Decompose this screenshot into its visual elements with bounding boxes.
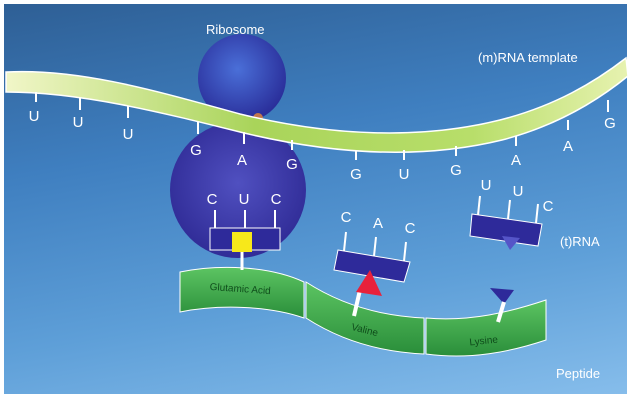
- trna-label: (t)RNA: [560, 234, 600, 249]
- anticodon-base: C: [207, 191, 218, 208]
- trna-lysine: U U C: [470, 177, 554, 322]
- mrna-base: U: [399, 166, 410, 183]
- mrna-base: G: [450, 162, 462, 179]
- ribosome-label: Ribosome: [206, 22, 265, 37]
- mrna-base: A: [511, 152, 521, 169]
- peptide-label: Peptide: [556, 366, 600, 381]
- anticodon-base: A: [373, 215, 383, 232]
- mrna-base: A: [563, 138, 573, 155]
- peptide-chain: Glutamic Acid Valine Lysine: [180, 267, 546, 356]
- peptide-segment-lysine: [426, 300, 546, 356]
- anticodon-base: C: [341, 209, 352, 226]
- mrna-base: U: [29, 108, 40, 125]
- anticodon-base: C: [271, 191, 282, 208]
- mrna-template-label: (m)RNA template: [478, 50, 578, 65]
- mrna-base: U: [73, 114, 84, 131]
- anticodon-base: U: [239, 191, 250, 208]
- mrna-strand: [6, 58, 628, 152]
- trna-valine: C A C: [334, 209, 416, 316]
- mrna-base: U: [123, 126, 134, 143]
- anticodon-base: U: [513, 183, 524, 200]
- anticodon-base: U: [481, 177, 492, 194]
- glutamic-acid-marker: [232, 232, 252, 252]
- lysine-marker: [490, 288, 514, 304]
- mrna-base: A: [237, 152, 247, 169]
- anticodon-base: C: [543, 198, 554, 215]
- mrna-base: G: [286, 156, 298, 173]
- anticodon-base: C: [405, 220, 416, 237]
- mrna-base: G: [604, 115, 616, 132]
- mrna-base: G: [190, 142, 202, 159]
- mrna-base: G: [350, 166, 362, 183]
